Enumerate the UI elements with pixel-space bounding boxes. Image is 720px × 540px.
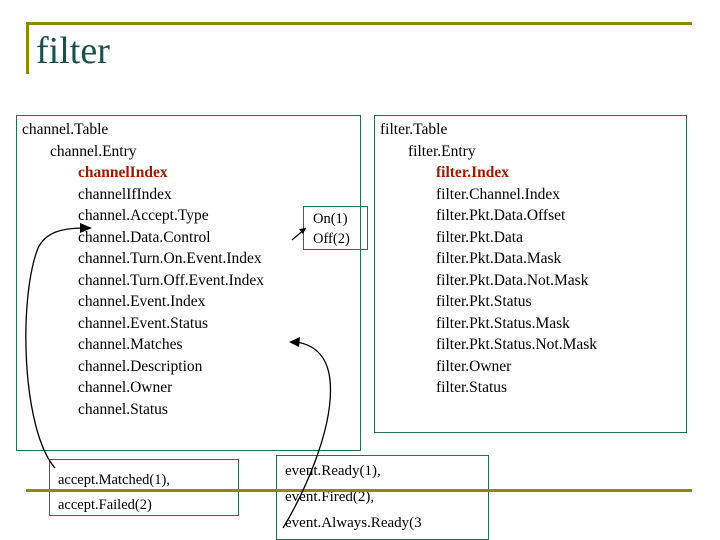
list-item: channel.Owner	[78, 379, 173, 396]
list-item: channel.Event.Status	[78, 314, 208, 332]
filter-table-list: filter.Table filter.Entry filter.Index f…	[380, 119, 597, 399]
list-item: filter.Pkt.Status.Not.Mask	[436, 336, 598, 353]
list-item: filter.Pkt.Data.Mask	[436, 250, 562, 267]
list-item: channelIfIndex	[78, 185, 172, 203]
event-ready-value: event.Ready(1),	[285, 463, 381, 479]
list-item: filter.Table	[380, 121, 448, 138]
list-item: filter.Pkt.Data.Offset	[436, 207, 566, 224]
accept-failed-value: accept.Failed(2)	[58, 497, 152, 513]
list-item: channel.Turn.Off.Event.Index	[78, 271, 264, 289]
list-item-index: filter.Index	[436, 164, 510, 181]
list-item: channel.Data.Control	[78, 228, 211, 246]
on-value: On(1)	[313, 211, 348, 227]
list-item: filter.Entry	[408, 142, 476, 160]
list-item: filter.Channel.Index	[436, 185, 560, 203]
list-item: channel.Event.Index	[78, 293, 206, 310]
list-item: channel.Accept.Type	[78, 207, 209, 224]
list-item: filter.Pkt.Data.Not.Mask	[436, 271, 589, 289]
page-title: filter	[36, 30, 110, 72]
list-item: filter.Pkt.Status.Mask	[436, 314, 570, 332]
channel-table-box	[16, 115, 361, 451]
event-always-ready-value: event.Always.Ready(3	[285, 515, 422, 531]
bottom-rule	[26, 489, 692, 492]
title-rule-top	[26, 22, 692, 25]
off-value: Off(2)	[313, 231, 350, 247]
list-item: channel.Status	[78, 400, 168, 418]
on-off-values-box: On(1) Off(2)	[303, 206, 368, 250]
list-item: filter.Pkt.Data	[436, 228, 523, 246]
list-item-index: channelIndex	[78, 164, 168, 181]
channel-table-list: channel.Table channel.Entry channelIndex…	[22, 119, 264, 420]
event-fired-value: event.Fired(2),	[285, 489, 375, 505]
list-item: channel.Turn.On.Event.Index	[78, 250, 262, 267]
list-item: channel.Table	[22, 121, 109, 138]
filter-table-box	[374, 115, 687, 433]
accept-matched-value: accept.Matched(1),	[58, 472, 170, 488]
list-item: filter.Status	[436, 379, 508, 396]
list-item: filter.Owner	[436, 357, 512, 375]
list-item: channel.Description	[78, 357, 203, 375]
list-item: filter.Pkt.Status	[436, 293, 532, 310]
event-values-text: event.Ready(1), event.Fired(2), event.Al…	[285, 458, 422, 536]
accept-values-text: accept.Matched(1), accept.Failed(2)	[58, 468, 170, 518]
title-rule-left	[26, 22, 29, 74]
list-item: channel.Entry	[50, 142, 137, 160]
accept-values-box	[49, 459, 239, 516]
list-item: channel.Matches	[78, 336, 183, 353]
